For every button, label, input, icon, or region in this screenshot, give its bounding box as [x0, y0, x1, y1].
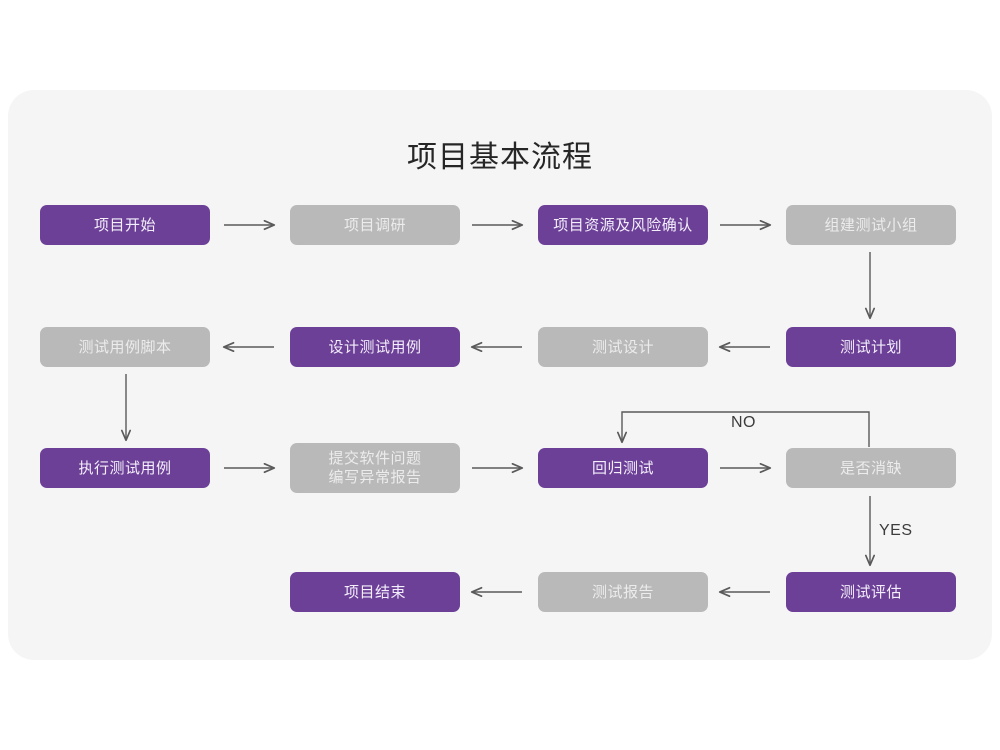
flow-node-label: 测试设计: [591, 338, 654, 356]
flow-node-label: 测试计划: [839, 338, 902, 356]
flow-node-test-report[interactable]: 测试报告: [538, 572, 708, 612]
flow-node-execute-test-case[interactable]: 执行测试用例: [40, 448, 210, 488]
flow-node-label: 设计测试用例: [328, 338, 422, 356]
flow-node-regression-test[interactable]: 回归测试: [538, 448, 708, 488]
flow-node-label: 组建测试小组: [824, 216, 918, 234]
flow-node-defect-cleared-decision[interactable]: 是否消缺: [786, 448, 956, 488]
edge-label-yes: YES: [879, 522, 913, 539]
flow-node-build-test-team[interactable]: 组建测试小组: [786, 205, 956, 245]
flow-node-test-case-script[interactable]: 测试用例脚本: [40, 327, 210, 367]
flow-node-label: 测试用例脚本: [78, 338, 172, 356]
flow-node-label: 项目资源及风险确认: [553, 216, 693, 234]
flow-node-project-research[interactable]: 项目调研: [290, 205, 460, 245]
edge-label-no: NO: [731, 414, 756, 431]
flow-node-test-evaluation[interactable]: 测试评估: [786, 572, 956, 612]
flow-node-submit-issue-report[interactable]: 提交软件问题 编写异常报告: [290, 443, 460, 493]
flow-node-design-test-case[interactable]: 设计测试用例: [290, 327, 460, 367]
flow-node-project-start[interactable]: 项目开始: [40, 205, 210, 245]
flow-node-resource-risk-confirm[interactable]: 项目资源及风险确认: [538, 205, 708, 245]
flow-node-label: 执行测试用例: [78, 459, 172, 477]
flow-node-label: 回归测试: [591, 459, 654, 477]
flow-node-label: 项目结束: [343, 583, 406, 601]
page-title: 项目基本流程: [407, 141, 593, 174]
flow-node-label: 项目开始: [93, 216, 156, 234]
flow-node-test-plan[interactable]: 测试计划: [786, 327, 956, 367]
flow-node-label-line2: 编写异常报告: [328, 469, 422, 486]
flow-node-label: 项目调研: [343, 216, 406, 234]
flow-node-test-design[interactable]: 测试设计: [538, 327, 708, 367]
flow-node-project-end[interactable]: 项目结束: [290, 572, 460, 612]
flow-node-label: 测试评估: [839, 583, 902, 601]
flow-node-label: 是否消缺: [839, 459, 902, 477]
flow-node-label-line1: 提交软件问题: [328, 450, 422, 467]
flow-node-label: 测试报告: [591, 583, 654, 601]
flow-node-label-block: 提交软件问题 编写异常报告: [328, 449, 421, 487]
flowchart-card: [8, 90, 992, 660]
